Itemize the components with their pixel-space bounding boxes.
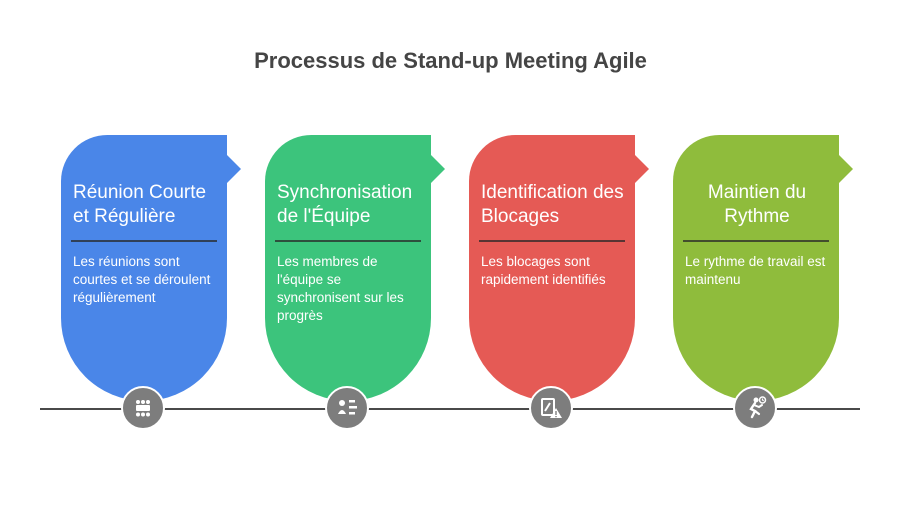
running-person-icon [749,396,767,419]
timeline-line [40,408,860,410]
step-flag [227,155,241,183]
step-description: Les blocages sont rapidement identifiés [481,254,606,287]
diagram-title: Processus de Stand-up Meeting Agile [254,48,647,73]
step-heading: Réunion Courte et Régulière [73,182,207,227]
step-card-3: Identification des Blocages Les blocages… [469,135,649,401]
step-description: Le rythme de travail est maintenu [685,254,826,287]
step-divider [683,240,829,242]
step-flag [839,155,853,183]
step-description: Les membres de l'équipe se synchronisent… [277,254,404,323]
step-node-3 [529,386,573,430]
step-heading: Identification des Blocages [481,182,624,227]
team-sync-icon [338,400,357,415]
step-divider [275,240,421,242]
step-card-2: Synchronisation de l'Équipe Les membres … [265,135,445,401]
step-node-1 [121,386,165,430]
step-heading: Maintien du Rythme [707,182,807,227]
step-node-4 [733,386,777,430]
step-heading: Synchronisation de l'Équipe [277,182,413,227]
step-divider [479,240,625,242]
step-divider [71,240,217,242]
meeting-table-icon [136,400,150,417]
step-node-2 [325,386,369,430]
step-flag [431,155,445,183]
step-flag [635,155,649,183]
warning-path-icon [541,398,562,418]
step-card-1: Réunion Courte et Régulière Les réunions… [61,135,241,401]
step-card-4: Maintien du Rythme Le rythme de travail … [673,135,853,401]
step-description: Les réunions sont courtes et se déroulen… [73,254,211,305]
